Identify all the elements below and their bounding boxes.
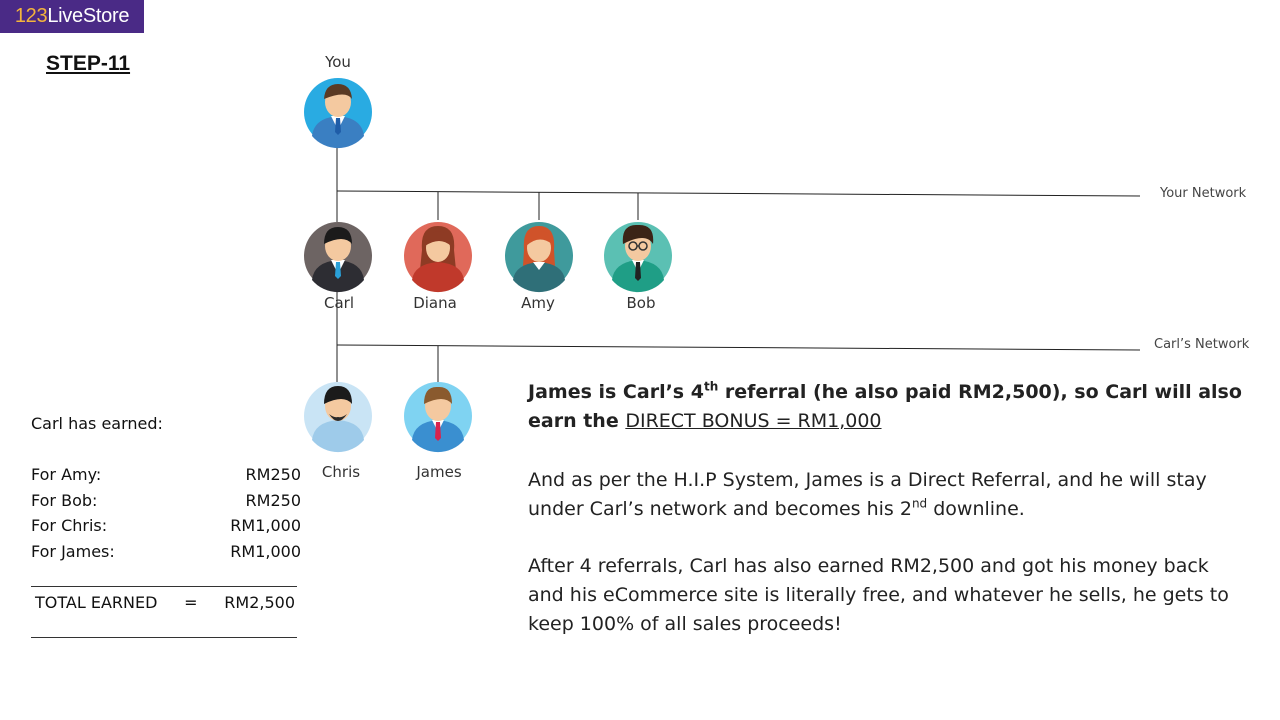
p2-text-b: downline.: [927, 498, 1025, 520]
total-earned-label: TOTAL EARNED: [35, 593, 158, 612]
earnings-row-amount: RM1,000: [230, 542, 301, 561]
tree-connectors: [336, 146, 1141, 384]
logo-number: 123: [14, 5, 48, 27]
step-title: STEP-11: [46, 52, 131, 75]
total-earned-amount: RM2,500: [224, 593, 295, 612]
earnings-row-label: For Bob:: [31, 491, 98, 510]
you-avatar-icon: [304, 78, 372, 149]
explanation-paragraph: After 4 referrals, Carl has also earned …: [528, 555, 1229, 635]
logo-word: LiveStore: [47, 5, 130, 27]
earnings-row-amount: RM250: [245, 491, 301, 510]
earnings-row: For Chris: RM1,000: [31, 516, 301, 535]
person-label-chris: Chris: [321, 463, 361, 481]
diana-avatar-icon: [404, 222, 472, 293]
person-label-you: You: [325, 53, 351, 71]
earnings-row-label: For Amy:: [31, 465, 102, 484]
total-earned-equals: =: [184, 593, 198, 612]
person-label-diana: Diana: [413, 294, 457, 312]
bob-avatar-icon: [604, 222, 672, 293]
earnings-row: For Bob: RM250: [31, 491, 301, 510]
earnings-row: For James: RM1,000: [31, 542, 301, 561]
p2-text-a: And as per the H.I.P System, James is a …: [528, 469, 1207, 520]
earnings-divider: [31, 637, 297, 638]
total-earned-row: TOTAL EARNED = RM2,500: [35, 593, 295, 612]
earnings-row-amount: RM250: [245, 465, 301, 484]
explanation-paragraph: And as per the H.I.P System, James is a …: [528, 466, 1248, 524]
carl-avatar-icon: [304, 222, 372, 293]
earnings-row-label: For Chris:: [31, 516, 108, 535]
p1-superscript: th: [703, 379, 719, 394]
explanation-paragraph: James is Carl’s 4th referral (he also pa…: [528, 378, 1248, 436]
person-label-carl: Carl: [324, 294, 354, 312]
chris-avatar-icon: [304, 382, 372, 453]
p1-text-b: referral (he also paid RM2,500), so Carl…: [528, 381, 1242, 432]
james-avatar-icon: [404, 382, 472, 453]
person-label-bob: Bob: [626, 294, 656, 312]
person-label-amy: Amy: [521, 294, 555, 312]
earnings-divider: [31, 586, 297, 587]
earnings-title: Carl has earned:: [31, 414, 163, 433]
amy-avatar-icon: [505, 222, 573, 293]
your-network-label: Your Network: [1160, 186, 1247, 201]
earnings-row-amount: RM1,000: [230, 516, 301, 535]
person-label-james: James: [416, 463, 462, 481]
carls-network-label: Carl’s Network: [1154, 337, 1250, 352]
p2-superscript: nd: [911, 496, 928, 511]
earnings-row: For Amy: RM250: [31, 465, 301, 484]
p1-text-a: James is Carl’s 4: [528, 381, 704, 403]
earnings-row-label: For James:: [31, 542, 115, 561]
direct-bonus-text: DIRECT BONUS = RM1,000: [625, 410, 882, 432]
